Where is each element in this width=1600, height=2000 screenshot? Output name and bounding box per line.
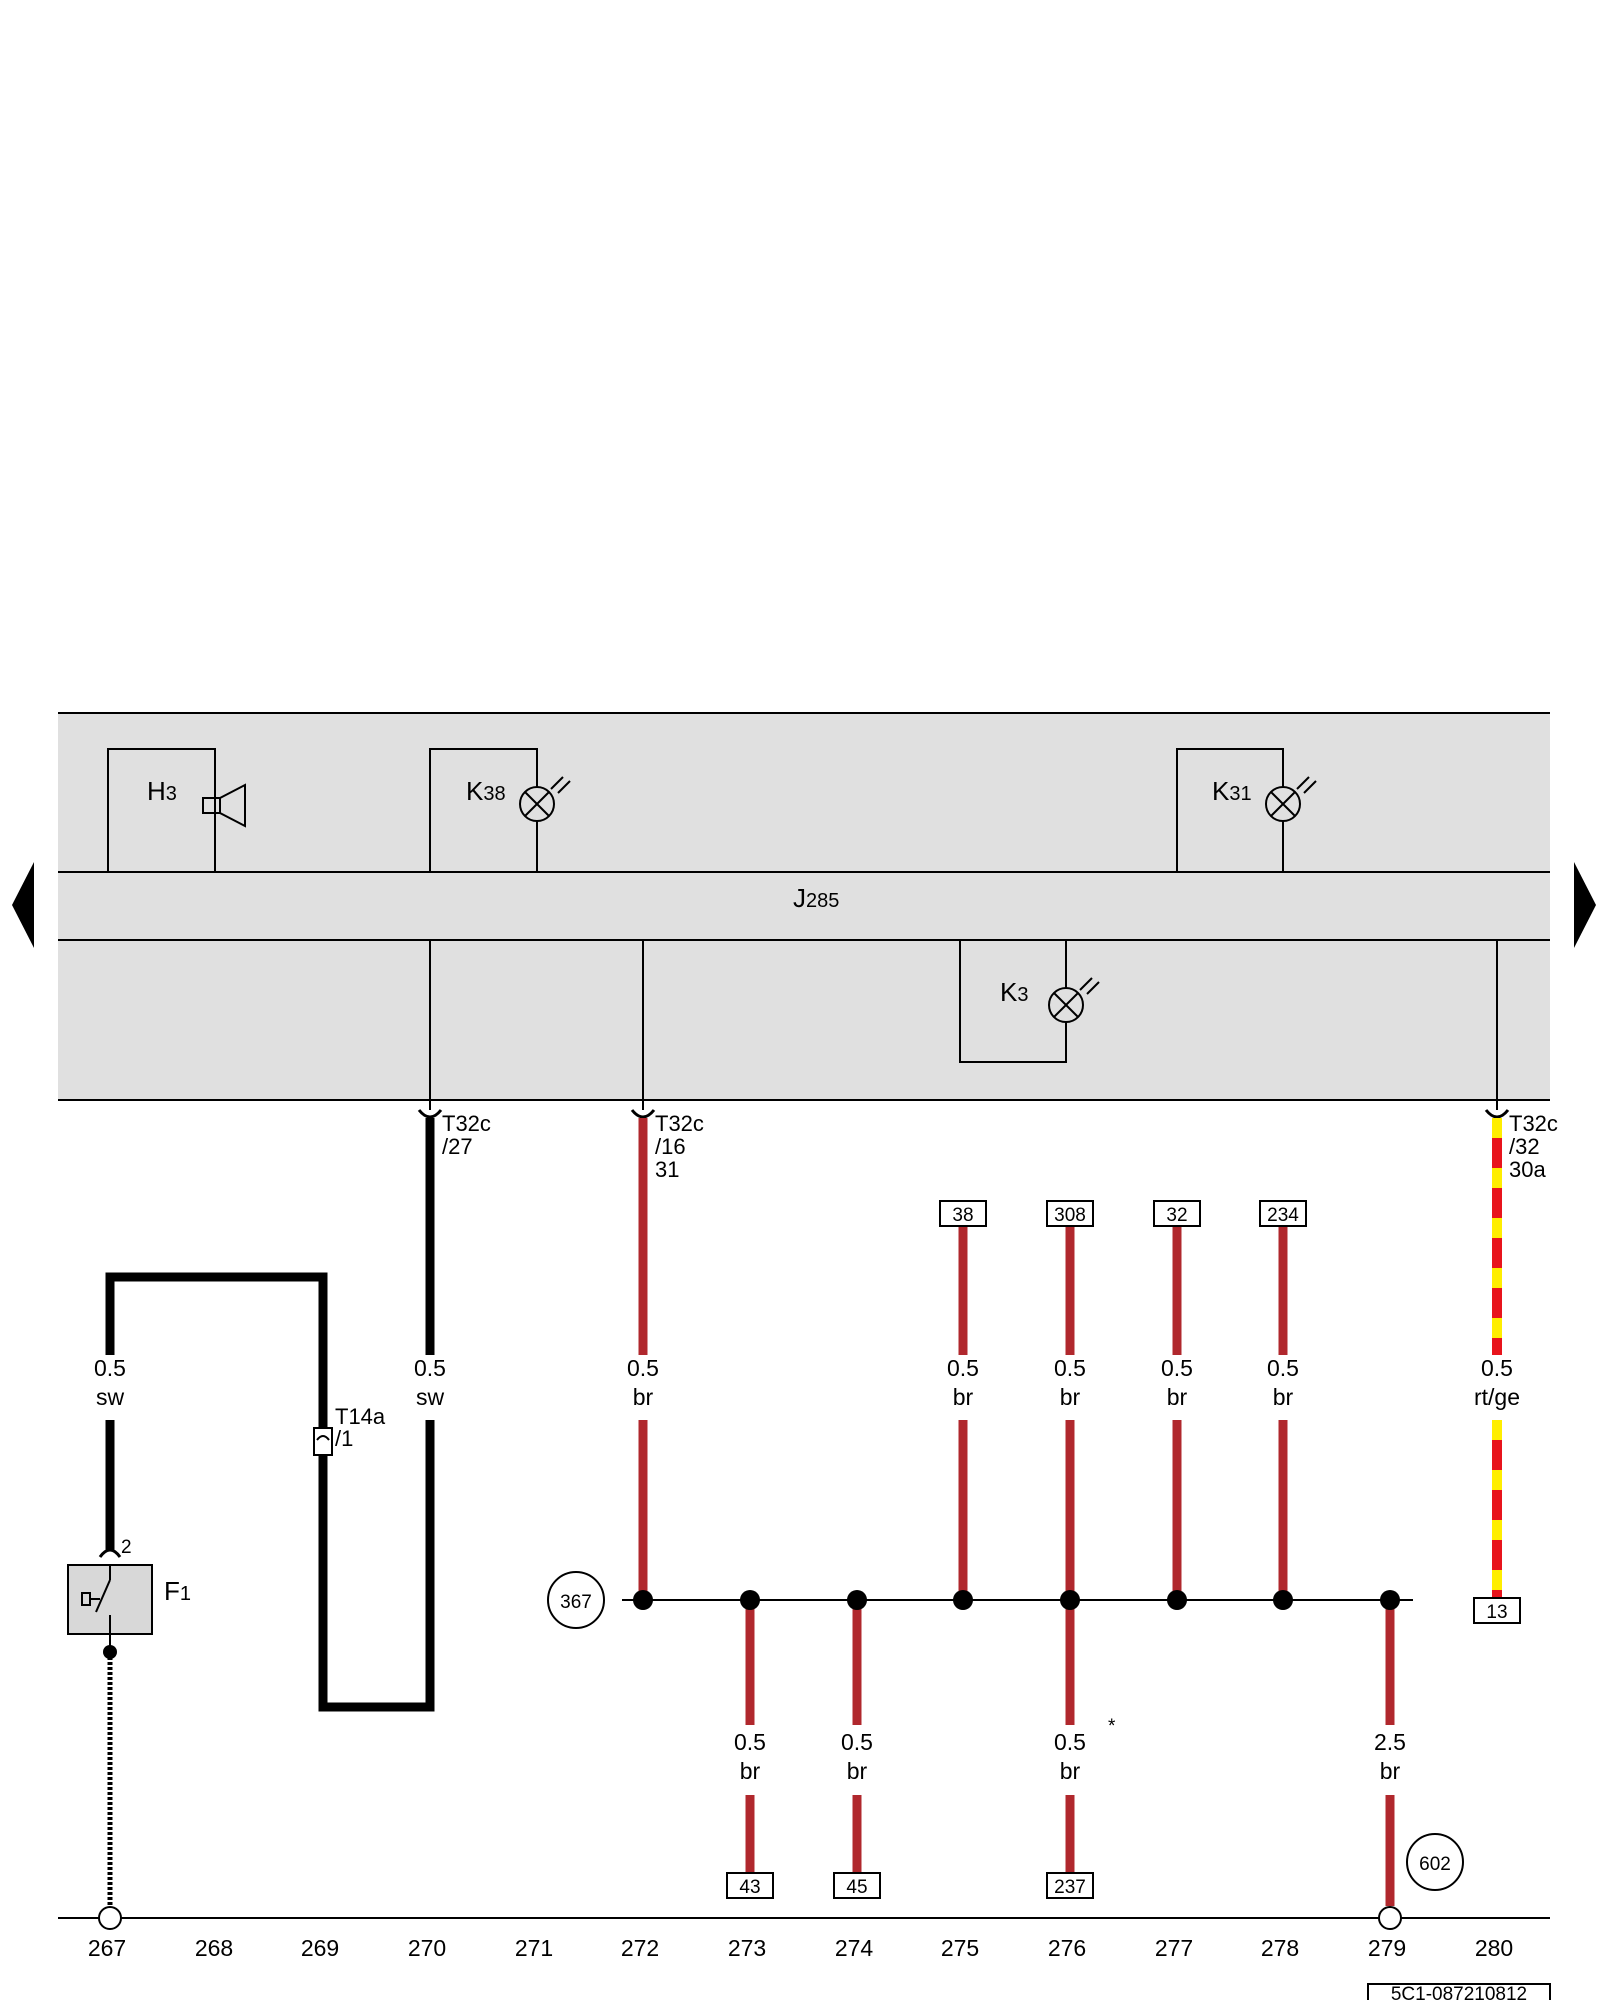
column-number: 272: [621, 1935, 659, 1961]
reference-13: 13: [1486, 1602, 1507, 1623]
warning-lamp-k31-label: K31: [1212, 776, 1252, 806]
reference-38: 38: [952, 1205, 973, 1226]
column-number: 268: [195, 1935, 233, 1961]
wire-277-color: br: [1167, 1384, 1188, 1410]
reference-234: 234: [1267, 1205, 1299, 1226]
wire-279-color: br: [1380, 1758, 1401, 1784]
column-number: 274: [835, 1935, 874, 1961]
wire-267-size: 0.5: [94, 1355, 126, 1381]
ground-terminal-279: [1378, 1906, 1402, 1930]
buzzer-h3: [107, 748, 246, 872]
connector-t14a: [313, 1427, 333, 1456]
ground-point-602-circle[interactable]: [1406, 1833, 1464, 1891]
diagram-id-box: [1367, 1983, 1551, 2000]
brown-wires: [638, 1118, 1395, 1906]
footnote-asterisk: *: [1108, 1716, 1116, 1737]
wire-273-color: br: [740, 1758, 761, 1784]
column-number: 269: [301, 1935, 339, 1961]
wire-273-size: 0.5: [734, 1729, 766, 1755]
warning-lamp-k3: [959, 940, 1100, 1063]
wire-279-size: 2.5: [1374, 1729, 1406, 1755]
connector-t14a-label: T14a/1: [335, 1404, 386, 1451]
internal-leads: [429, 940, 1498, 1110]
buzzer-h3-label: H3: [147, 776, 177, 806]
previous-page-arrow[interactable]: [12, 862, 34, 948]
ground-point-602-label: 602: [1419, 1854, 1451, 1875]
reference-boxes: [726, 1200, 1521, 1899]
reference-43: 43: [739, 1877, 760, 1898]
wire-274-color: br: [847, 1758, 868, 1784]
wire-278-color: br: [1273, 1384, 1294, 1410]
column-number: 271: [515, 1935, 553, 1961]
wire-270-size: 0.5: [414, 1355, 446, 1381]
wire-276-bottom-color: br: [1060, 1758, 1081, 1784]
control-unit-label: J285: [793, 883, 839, 913]
next-page-arrow[interactable]: [1574, 862, 1596, 948]
column-number: 280: [1475, 1935, 1513, 1961]
column-number: 279: [1368, 1935, 1406, 1961]
column-number: 276: [1048, 1935, 1086, 1961]
wire-267-color: sw: [96, 1384, 125, 1410]
warning-lamp-k3-label: K3: [1000, 977, 1028, 1007]
bus-junction-dots: [633, 1590, 1400, 1610]
ground-terminal-267: [98, 1906, 122, 1930]
connector-pin-symbols: [417, 1109, 1510, 1119]
reference-308: 308: [1054, 1205, 1086, 1226]
column-number: 267: [88, 1935, 126, 1961]
wire-275-size: 0.5: [947, 1355, 979, 1381]
wire-278-size: 0.5: [1267, 1355, 1299, 1381]
switch-f1-label: F1: [164, 1576, 191, 1606]
wire-labels: 0.5 sw 0.5 sw 0.5 br 0.5 br 0.5 br 0.5 b…: [94, 1355, 1520, 1784]
wire-270-color: sw: [416, 1384, 445, 1410]
ground-point-367-label: 367: [560, 1592, 592, 1613]
warning-lamp-k38-label: K38: [466, 776, 506, 806]
column-number: 275: [941, 1935, 979, 1961]
black-wire-loop: [105, 1118, 435, 1712]
diagram-id: 5C1-087210812: [1391, 1984, 1527, 2000]
wire-276-top-size: 0.5: [1054, 1355, 1086, 1381]
switch-f1: [67, 1548, 153, 1659]
column-number: 273: [728, 1935, 766, 1961]
column-number: 278: [1261, 1935, 1299, 1961]
wire-280-size: 0.5: [1481, 1355, 1513, 1381]
wire-280-color: rt/ge: [1474, 1384, 1520, 1410]
column-numbers: 267 268 269 270 271 272 273 274 275 276 …: [88, 1935, 1513, 1961]
wire-276-top-color: br: [1060, 1384, 1081, 1410]
warning-lamp-k38: [429, 748, 571, 872]
control-unit-housing: [58, 712, 1550, 1101]
warning-lamp-k31: [1176, 748, 1317, 872]
wire-272-color: br: [633, 1384, 654, 1410]
switch-f1-pin-label: 2: [121, 1537, 132, 1558]
wire-276-bottom-size: 0.5: [1054, 1729, 1086, 1755]
reference-237: 237: [1054, 1877, 1086, 1898]
wire-272-size: 0.5: [627, 1355, 659, 1381]
reference-45: 45: [846, 1877, 867, 1898]
ground-point-367-circle[interactable]: [547, 1571, 605, 1629]
column-number: 270: [408, 1935, 446, 1961]
column-number: 277: [1155, 1935, 1193, 1961]
wire-274-size: 0.5: [841, 1729, 873, 1755]
reference-32: 32: [1166, 1205, 1187, 1226]
wire-275-color: br: [953, 1384, 974, 1410]
wire-277-size: 0.5: [1161, 1355, 1193, 1381]
connector-t32c-27-label: T32c/27: [442, 1111, 491, 1159]
